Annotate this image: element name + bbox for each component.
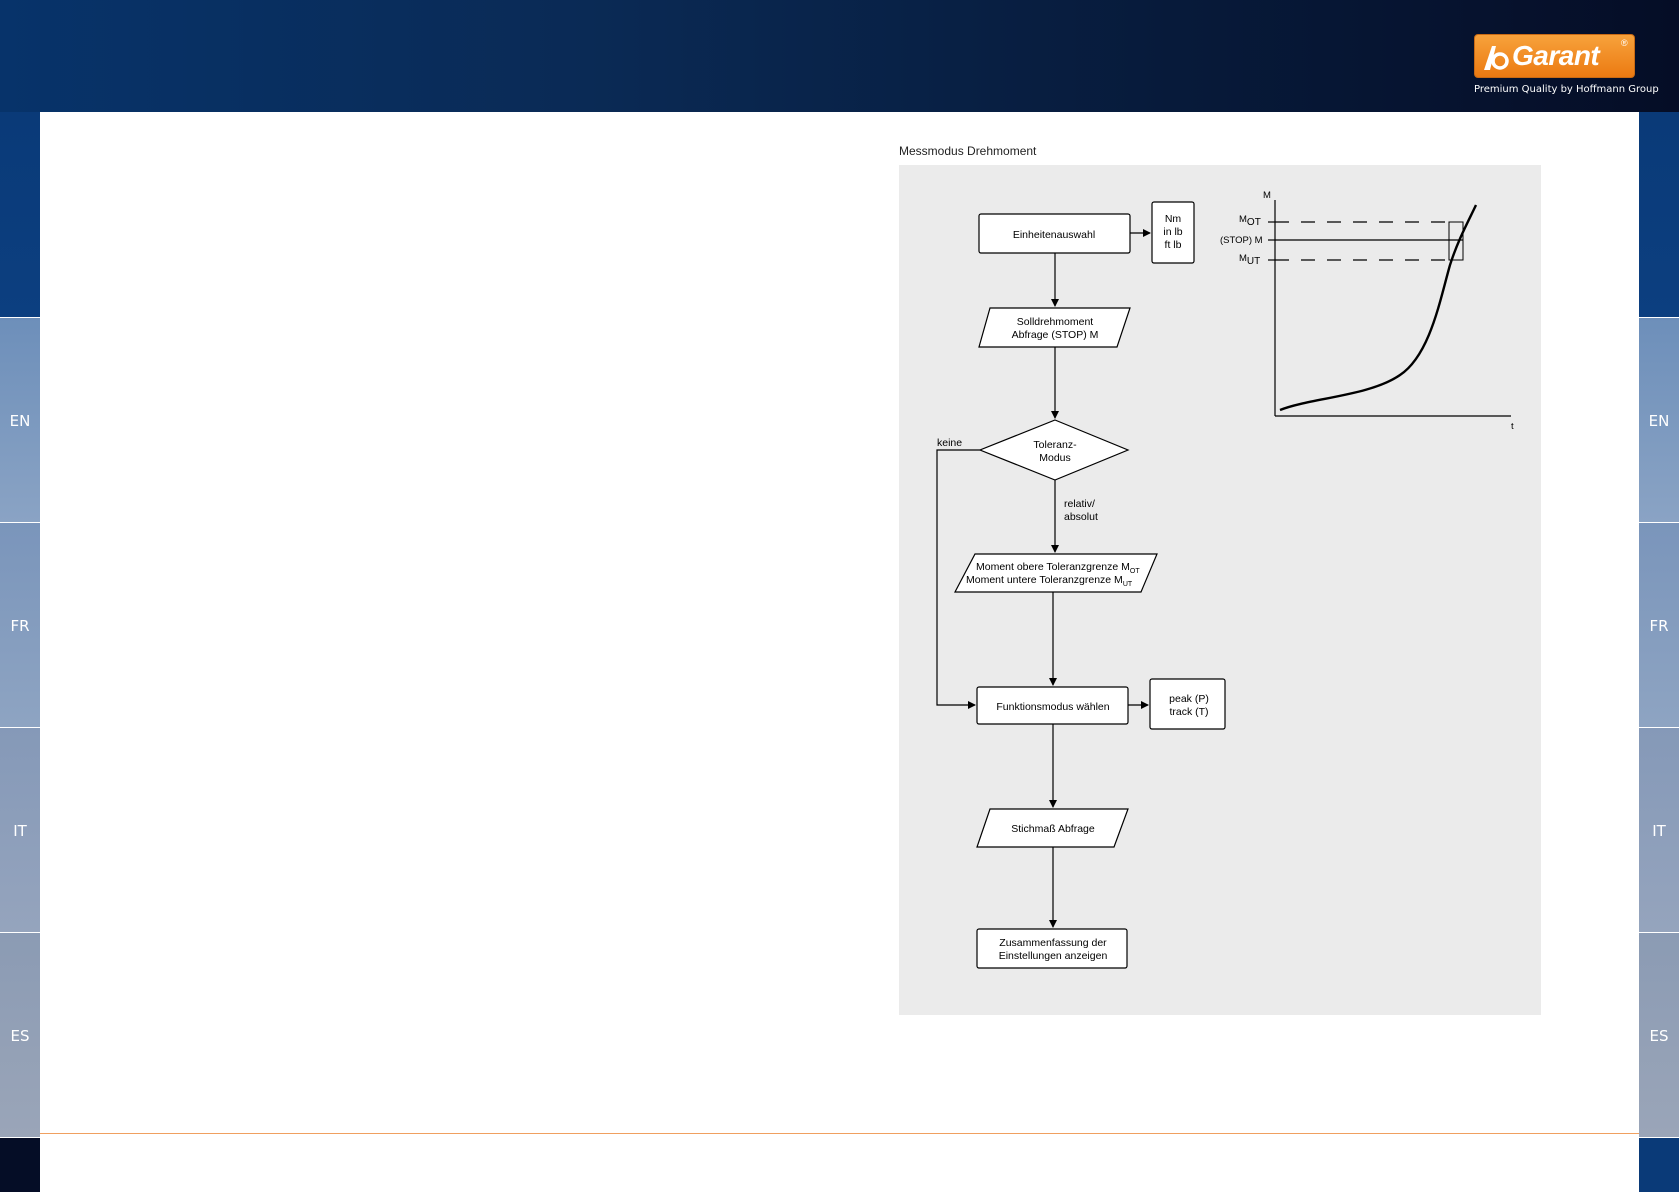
sidebar-top-segment	[1639, 112, 1679, 317]
lang-tab-en[interactable]: EN	[0, 318, 40, 522]
lang-tab-it[interactable]: IT	[1639, 728, 1679, 932]
nominal-label: Solldrehmoment	[1017, 316, 1094, 328]
lang-tab-es[interactable]: ES	[0, 933, 40, 1137]
logo-registered-mark: ®	[1621, 38, 1628, 48]
lower-limit-label: Moment untere Toleranzgrenze MUT	[966, 574, 1133, 588]
sidebar-top-segment	[0, 112, 40, 317]
unit-label: ft lb	[1165, 239, 1182, 251]
lang-tab-label: EN	[9, 412, 31, 430]
logo-text: Garant	[1512, 40, 1600, 71]
summary-label: Einstellungen anzeigen	[999, 950, 1108, 962]
rel-abs-label: absolut	[1064, 511, 1098, 523]
language-sidebar-left: EN FR IT ES	[0, 112, 40, 1192]
none-label: keine	[937, 437, 962, 449]
logo-tagline: Premium Quality by Hoffmann Group	[1474, 84, 1659, 95]
sidebar-bottom-segment	[1639, 1138, 1679, 1192]
graph-mut-label: MUT	[1239, 253, 1260, 267]
function-mode-label: Funktionsmodus wählen	[996, 701, 1109, 713]
tolerance-label: Toleranz-	[1033, 439, 1077, 451]
lang-tab-label: IT	[1652, 822, 1666, 840]
lang-tab-en[interactable]: EN	[1639, 318, 1679, 522]
graph-mot-label: MOT	[1239, 214, 1261, 228]
graph-x-label: t	[1511, 421, 1514, 432]
page-title: Messmodus Drehmoment	[899, 144, 1037, 158]
modes-box	[1149, 678, 1226, 730]
language-sidebar-right: EN FR IT ES	[1639, 112, 1679, 1192]
units-box	[1151, 201, 1195, 264]
tolerance-label: Modus	[1039, 452, 1071, 464]
lang-tab-es[interactable]: ES	[1639, 933, 1679, 1137]
unit-label: Nm	[1165, 213, 1182, 225]
garant-logo-mark-icon	[1484, 46, 1509, 70]
unit-select-label: Einheitenauswahl	[1013, 229, 1095, 241]
nominal-label: Abfrage (STOP) M	[1012, 329, 1099, 341]
connector-none	[936, 449, 980, 709]
lang-tab-it[interactable]: IT	[0, 728, 40, 932]
gauge-input	[976, 808, 1129, 848]
nominal-torque-input	[978, 307, 1131, 348]
mode-label: track (T)	[1169, 706, 1208, 718]
summary-label: Zusammenfassung der	[999, 937, 1107, 949]
summary-box	[976, 928, 1128, 969]
lang-tab-label: FR	[1649, 617, 1669, 635]
mode-label: peak (P)	[1169, 693, 1209, 705]
torque-curve	[1279, 204, 1478, 412]
upper-limit-label: Moment obere Toleranzgrenze MOT	[976, 561, 1140, 575]
sidebar-bottom-segment	[0, 1138, 40, 1192]
tolerance-limits-input	[954, 553, 1158, 593]
lang-tab-label: FR	[10, 617, 30, 635]
garant-logo[interactable]	[1474, 34, 1635, 78]
header-banner	[0, 0, 1679, 112]
gauge-label: Stichmaß Abfrage	[1011, 823, 1095, 835]
graph-y-label: M	[1263, 190, 1271, 201]
graph-stop-label: (STOP) M	[1220, 235, 1263, 246]
lang-tab-label: ES	[1649, 1027, 1669, 1045]
lang-tab-fr[interactable]: FR	[0, 523, 40, 727]
lang-tab-label: IT	[13, 822, 27, 840]
lang-tab-label: EN	[1648, 412, 1670, 430]
lang-tab-fr[interactable]: FR	[1639, 523, 1679, 727]
graph-tolerance-window	[1448, 221, 1464, 261]
unit-label: in lb	[1163, 226, 1182, 238]
rel-abs-label: relativ/	[1064, 498, 1095, 510]
footer-divider	[40, 1133, 1639, 1134]
lang-tab-label: ES	[10, 1027, 30, 1045]
